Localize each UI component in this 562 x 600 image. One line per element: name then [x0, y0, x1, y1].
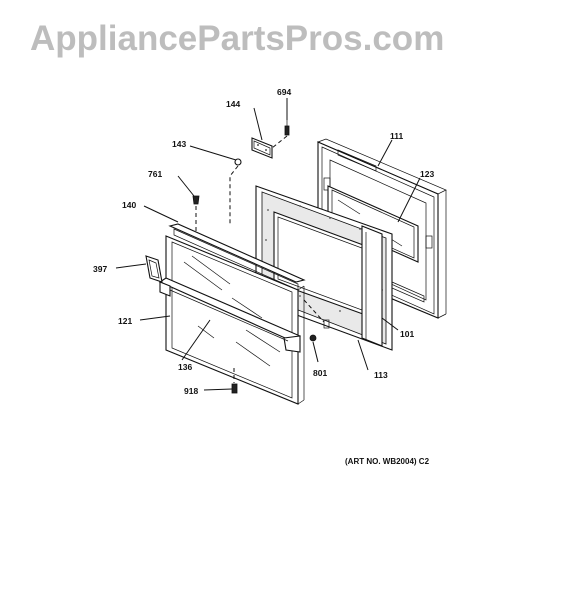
callout-761: 761 [148, 169, 162, 179]
part-144-hinge-bracket [251, 137, 273, 159]
callout-111: 111 [390, 131, 404, 141]
part-121-outer-door [165, 235, 305, 405]
callout-140: 140 [122, 200, 136, 210]
part-801-screw [309, 334, 317, 342]
callout-labels: 694 144 143 111 123 761 140 397 121 101 … [93, 87, 434, 396]
watermark-text: AppliancePartsPros.com [30, 19, 444, 58]
callout-121: 121 [118, 316, 132, 326]
callout-113: 113 [374, 370, 388, 380]
callout-801: 801 [313, 368, 327, 378]
part-397-handle-end-cap [145, 255, 163, 283]
callout-136: 136 [178, 362, 192, 372]
part-113-door-trim [361, 225, 383, 347]
art-number-label: (ART NO. WB2004) C2 [345, 457, 430, 466]
callout-leader-lines [115, 98, 421, 391]
part-694-screw [284, 120, 290, 136]
callout-143: 143 [172, 139, 186, 149]
callout-397: 397 [93, 264, 107, 274]
part-761-screw [192, 195, 200, 205]
callout-123: 123 [420, 169, 434, 179]
part-136-door-handle [158, 277, 301, 353]
part-143-clip [234, 158, 242, 166]
callout-918: 918 [184, 386, 198, 396]
part-918-screw [231, 383, 238, 394]
callout-144: 144 [226, 99, 240, 109]
callout-101: 101 [400, 329, 414, 339]
callout-694: 694 [277, 87, 291, 97]
assembly-guide-lines [195, 135, 325, 383]
